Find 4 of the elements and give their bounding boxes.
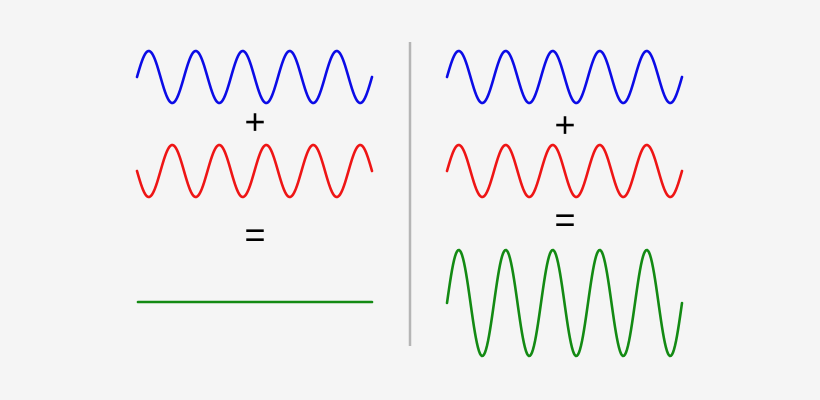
plus-sign: + xyxy=(244,104,266,140)
equals-sign: = xyxy=(244,217,266,253)
plus-sign: + xyxy=(554,107,576,143)
equals-sign: = xyxy=(554,202,576,238)
